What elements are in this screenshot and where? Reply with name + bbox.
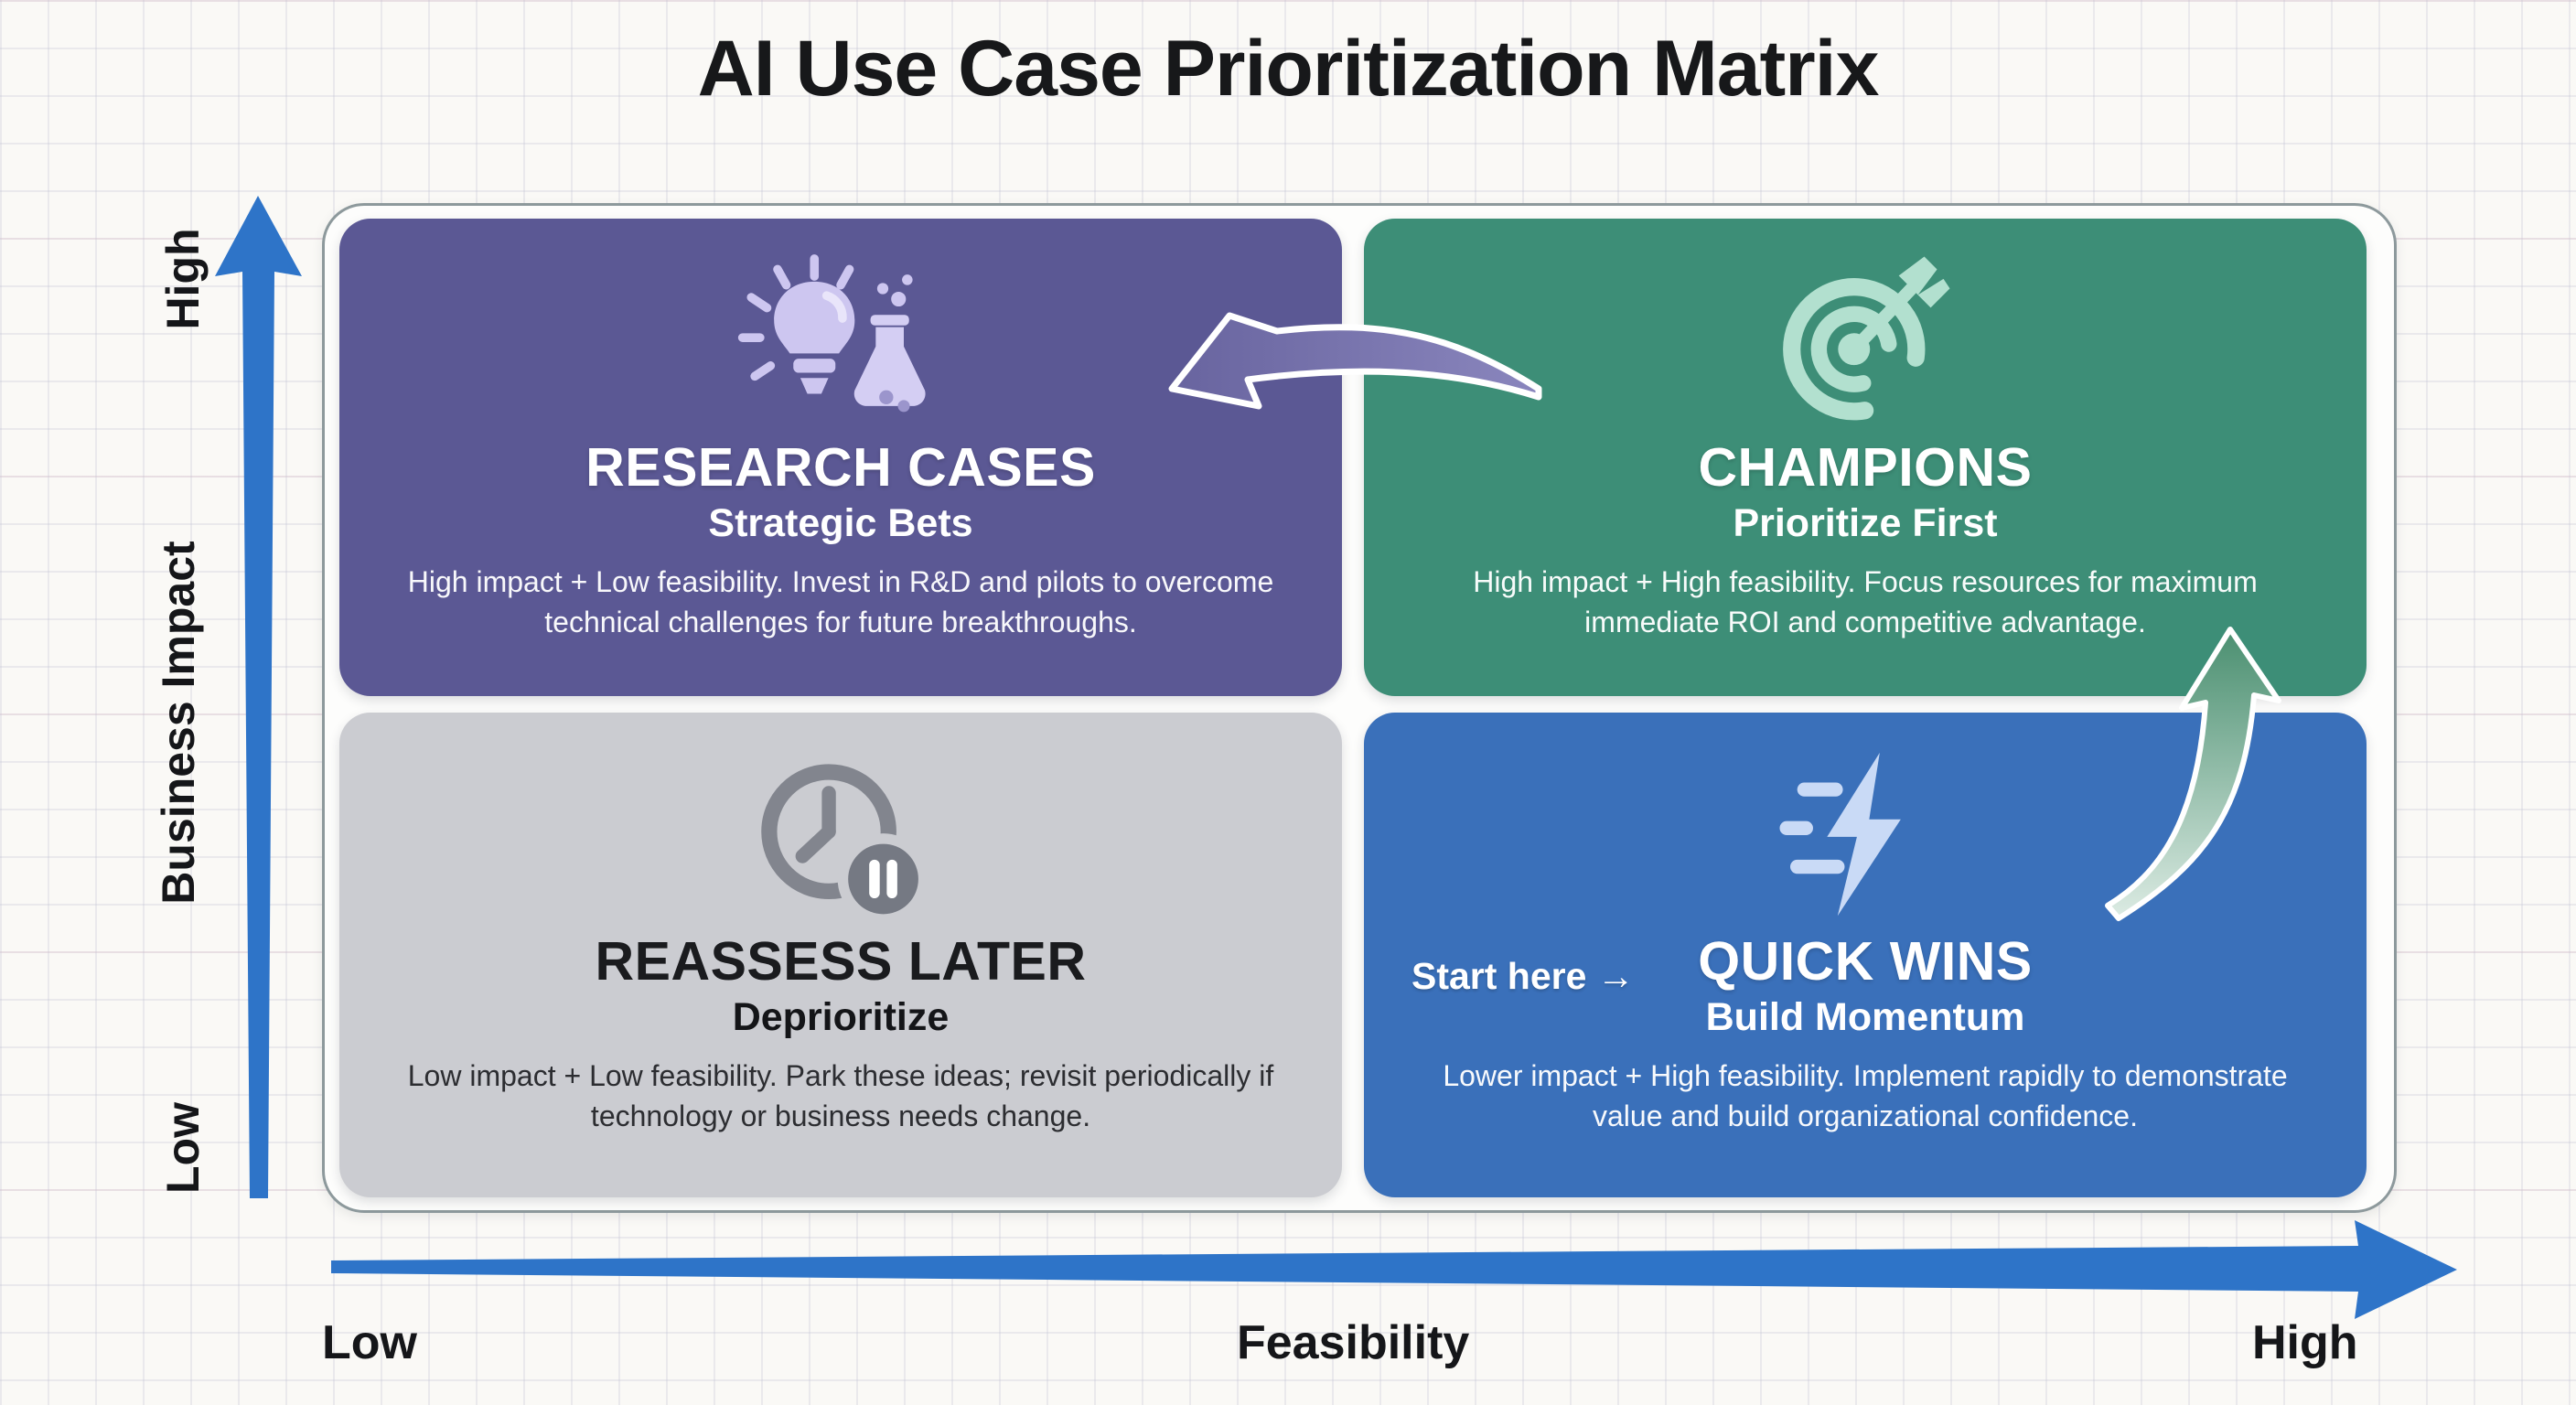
quadrant-research-cases: RESEARCH CASES Strategic Bets High impac… bbox=[339, 219, 1342, 696]
quick-wins-subtitle: Build Momentum bbox=[1705, 994, 2025, 1039]
champions-subtitle: Prioritize First bbox=[1733, 500, 1998, 545]
start-here-label: Start here → bbox=[1411, 954, 1635, 997]
research-cases-description: High impact + Low feasibility. Invest in… bbox=[407, 565, 1274, 639]
page-title: AI Use Case Prioritization Matrix bbox=[697, 25, 1880, 113]
x-axis-arrow bbox=[331, 1220, 2457, 1319]
quadrant-reassess-later: REASSESS LATER Deprioritize Low impact +… bbox=[339, 713, 1342, 1197]
clock-pause-icon bbox=[760, 764, 928, 923]
lightning-speed-icon bbox=[1779, 752, 1901, 917]
x-axis-low-label: Low bbox=[322, 1316, 417, 1369]
research-cases-subtitle: Strategic Bets bbox=[708, 500, 973, 545]
curved-arrow-quickwins-to-champions bbox=[2105, 627, 2281, 921]
y-axis-high-label: High bbox=[157, 228, 209, 330]
research-cases-title: RESEARCH CASES bbox=[585, 437, 1096, 498]
champions-title: CHAMPIONS bbox=[1698, 437, 2033, 498]
quick-wins-description: Lower impact + High feasibility. Impleme… bbox=[1443, 1059, 2288, 1133]
y-axis-low-label: Low bbox=[157, 1102, 209, 1194]
y-axis-arrow bbox=[215, 196, 302, 1198]
champions-description: High impact + High feasibility. Focus re… bbox=[1473, 565, 2258, 639]
curved-arrow-champions-to-research bbox=[1168, 312, 1542, 410]
lightbulb-flask-icon bbox=[737, 254, 926, 413]
quadrant-champions: CHAMPIONS Prioritize First High impact +… bbox=[1364, 219, 2367, 696]
reassess-later-subtitle: Deprioritize bbox=[732, 994, 950, 1039]
quick-wins-title: QUICK WINS bbox=[1698, 931, 2033, 992]
reassess-later-title: REASSESS LATER bbox=[595, 931, 1087, 992]
y-axis-label: Business Impact bbox=[153, 541, 204, 905]
target-arrow-icon bbox=[1783, 256, 1950, 421]
reassess-later-description: Low impact + Low feasibility. Park these… bbox=[407, 1059, 1274, 1133]
x-axis-high-label: High bbox=[2252, 1316, 2358, 1369]
x-axis-label: Feasibility bbox=[1237, 1316, 1470, 1369]
